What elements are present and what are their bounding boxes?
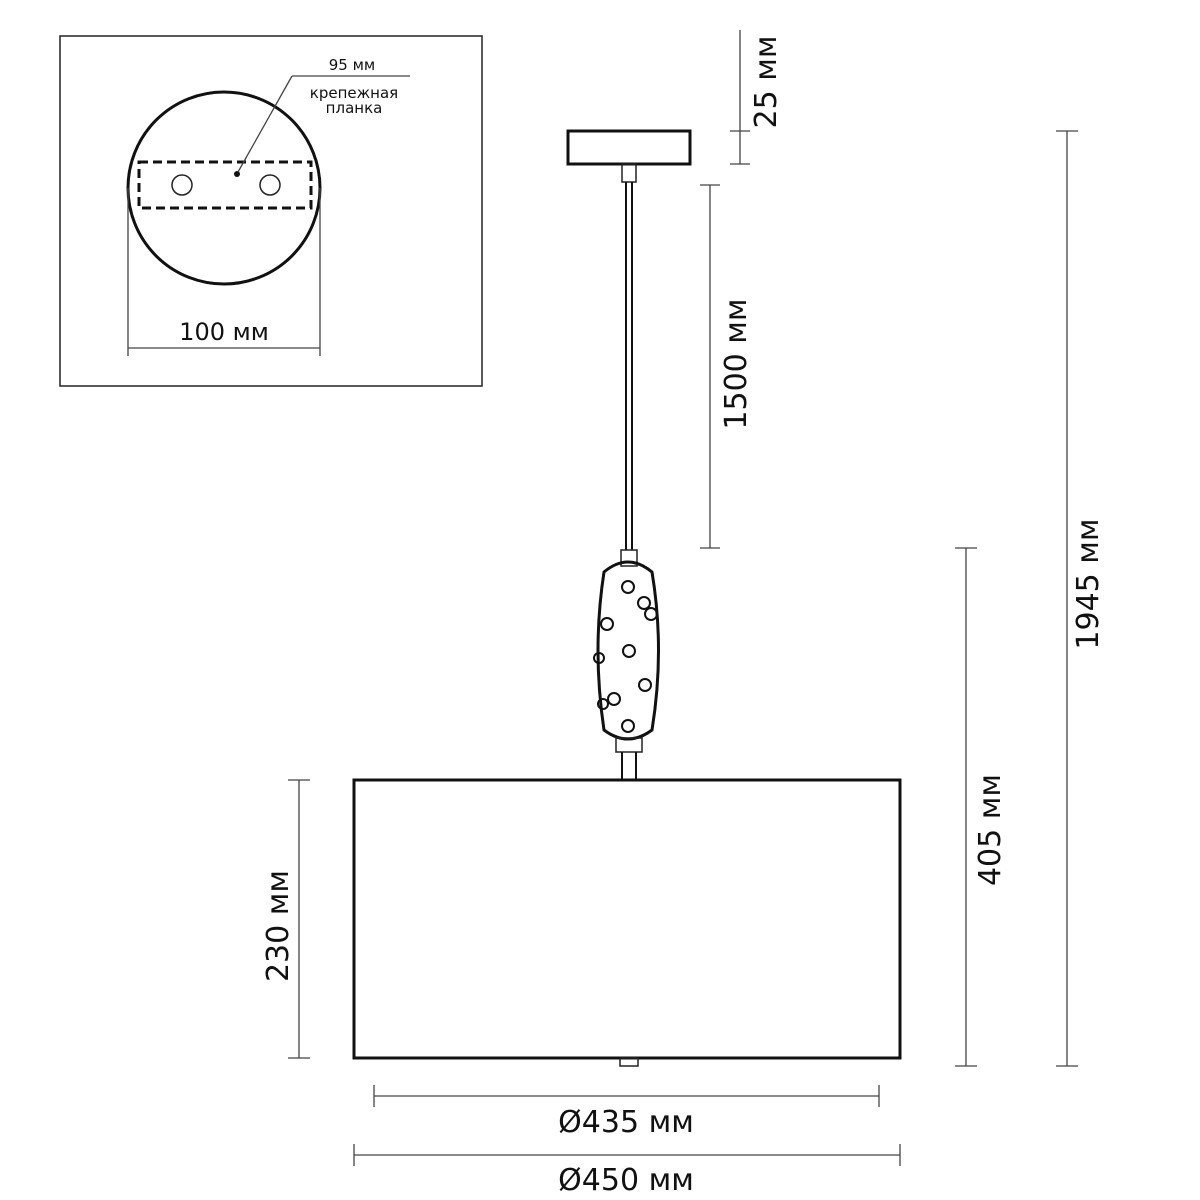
dim-435: Ø435 мм [373,1085,880,1140]
label-405: 405 мм [973,774,1008,886]
label-100: 100 мм [179,318,269,346]
crystal-bottom-cap [615,737,643,753]
bottom-finial [619,1057,639,1067]
screw-hole-left [171,174,193,196]
label-435: Ø435 мм [558,1105,694,1140]
label-230: 230 мм [261,870,296,982]
crystal-top-cap [620,549,638,567]
dim-1500: 1500 мм [700,184,754,549]
center-point [234,171,240,177]
label-1945: 1945 мм [1071,518,1106,649]
lamp-shade [352,778,902,1060]
pendant-lamp [352,129,902,1067]
dim-230: 230 мм [261,779,310,1059]
label-plate-2: планка [326,99,383,117]
plate-leader [237,75,293,173]
dim-1945: 1945 мм [1056,130,1106,1067]
crystal-ornament [596,560,660,741]
dim-25: 25 мм [730,30,784,165]
ceiling-canopy [566,129,692,166]
screw-hole-right [259,174,281,196]
canopy-connector [621,163,637,183]
dim-450: Ø450 мм [353,1144,901,1198]
canopy-circle [126,90,322,286]
label-1500: 1500 мм [719,298,754,429]
label-450: Ø450 мм [558,1163,694,1198]
label-25: 25 мм [749,36,784,129]
inset-frame [59,35,483,387]
label-95: 95 мм [329,56,376,74]
mounting-plate [137,160,313,210]
dim-405: 405 мм [955,547,1008,1067]
label-plate-1: крепежная [310,84,398,102]
mounting-inset: 95 мм крепежная планка 100 мм [59,35,483,387]
crystal-dots [593,580,658,733]
